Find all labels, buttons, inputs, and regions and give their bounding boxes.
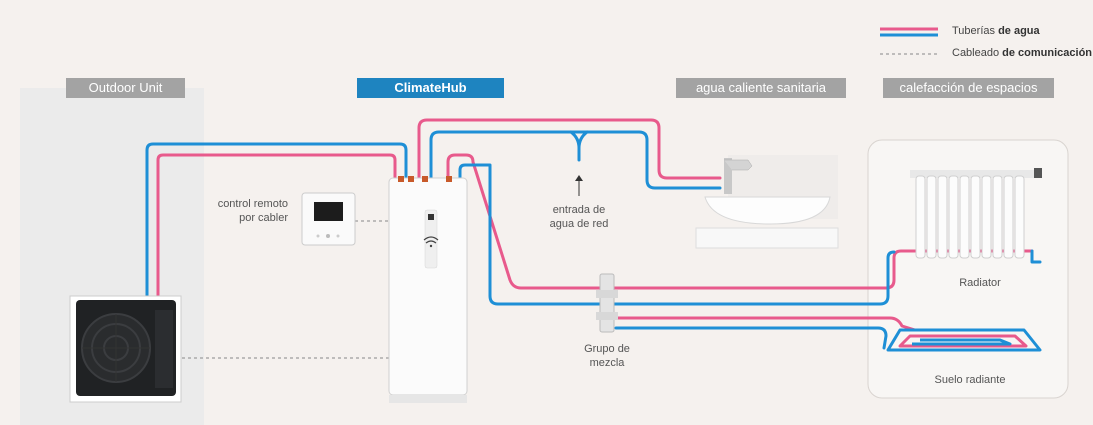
mains-water-arrow [575,175,583,196]
radiator-device [910,168,1042,259]
climatehub-device [388,176,468,403]
pipe-heating-flow [446,153,1034,290]
header-outdoor-unit: Outdoor Unit [66,78,185,98]
label-remote-controller: control remoto por cabler [200,197,288,225]
pipe-outdoor-return [156,153,397,300]
header-climatehub: ClimateHub [357,78,504,98]
label-remote-line1: control remoto [217,198,288,210]
legend-water-pipes-prefix: Tuberías [952,25,999,37]
legend-water-pipes-bold: de agua [998,25,1040,37]
legend-swatches [880,27,938,55]
pipe-mains-inlet [569,130,589,162]
pipe-outdoor-supply [145,142,408,300]
label-mixing-line2: mezcla [589,357,625,369]
legend-water-pipes: Tuberías de agua [952,25,1040,37]
pipe-dhw-cold [429,130,722,190]
pipe-radiator-tail [1030,249,1042,264]
legend-wiring-bold: de comunicación [1002,47,1093,59]
legend-wiring-text: Cableado de comunicación [952,47,1092,59]
pipe-underfloor-return [614,326,888,350]
remote-controller-device [301,192,356,246]
label-mixing-group: Grupo de mezcla [567,342,647,370]
mixing-group-device [596,273,618,333]
label-mains-water: entrada de agua de red [540,203,618,231]
label-radiator: Radiator [959,277,1001,289]
legend-wiring-prefix: Cableado [952,47,1003,59]
header-hot-water: agua caliente sanitaria [676,78,846,98]
label-underfloor: Suelo radiante [934,374,1006,386]
label-mains-line1: entrada de [552,204,606,216]
label-remote-line2: por cabler [239,212,288,224]
communication-wiring [158,220,412,359]
label-mixing-line1: Grupo de [584,343,630,355]
outdoor-unit-device [69,295,182,403]
pipe-heating-return [458,163,896,306]
water-pipes [145,118,1042,350]
pipe-underfloor-flow [614,316,917,332]
pipe-dhw-hot [417,118,722,182]
underfloor-coil [886,328,1042,352]
label-mains-line2: agua de red [549,218,609,230]
header-space-heating: calefacción de espacios [883,78,1054,98]
sink-device [695,155,839,249]
